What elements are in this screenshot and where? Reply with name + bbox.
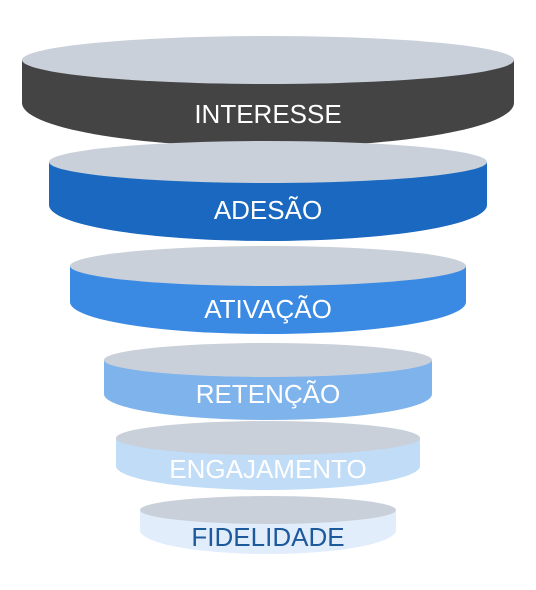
stage-top [116, 421, 420, 455]
stage-label-interesse: INTERESSE [194, 99, 341, 129]
stage-label-ativacao: ATIVAÇÃO [204, 294, 332, 324]
stage-label-retencao: RETENÇÃO [196, 379, 340, 409]
funnel-stage-fidelidade: FIDELIDADE [140, 496, 396, 554]
stage-label-adesao: ADESÃO [214, 195, 322, 225]
funnel-stage-retencao: RETENÇÃO [104, 343, 432, 420]
stage-top [140, 496, 396, 524]
stage-label-fidelidade: FIDELIDADE [191, 522, 344, 552]
stage-top [22, 36, 514, 84]
stage-label-engajamento: ENGAJAMENTO [169, 454, 366, 484]
funnel-stage-interesse: INTERESSE [22, 36, 514, 147]
funnel-stage-engajamento: ENGAJAMENTO [116, 421, 420, 490]
funnel-stage-ativacao: ATIVAÇÃO [70, 246, 466, 334]
stage-top [104, 343, 432, 377]
stage-top [49, 141, 487, 183]
stage-body [49, 162, 487, 241]
stage-top [70, 246, 466, 286]
stage-body [22, 60, 514, 147]
stage-body [104, 360, 432, 420]
funnel-stage-adesao: ADESÃO [49, 141, 487, 241]
